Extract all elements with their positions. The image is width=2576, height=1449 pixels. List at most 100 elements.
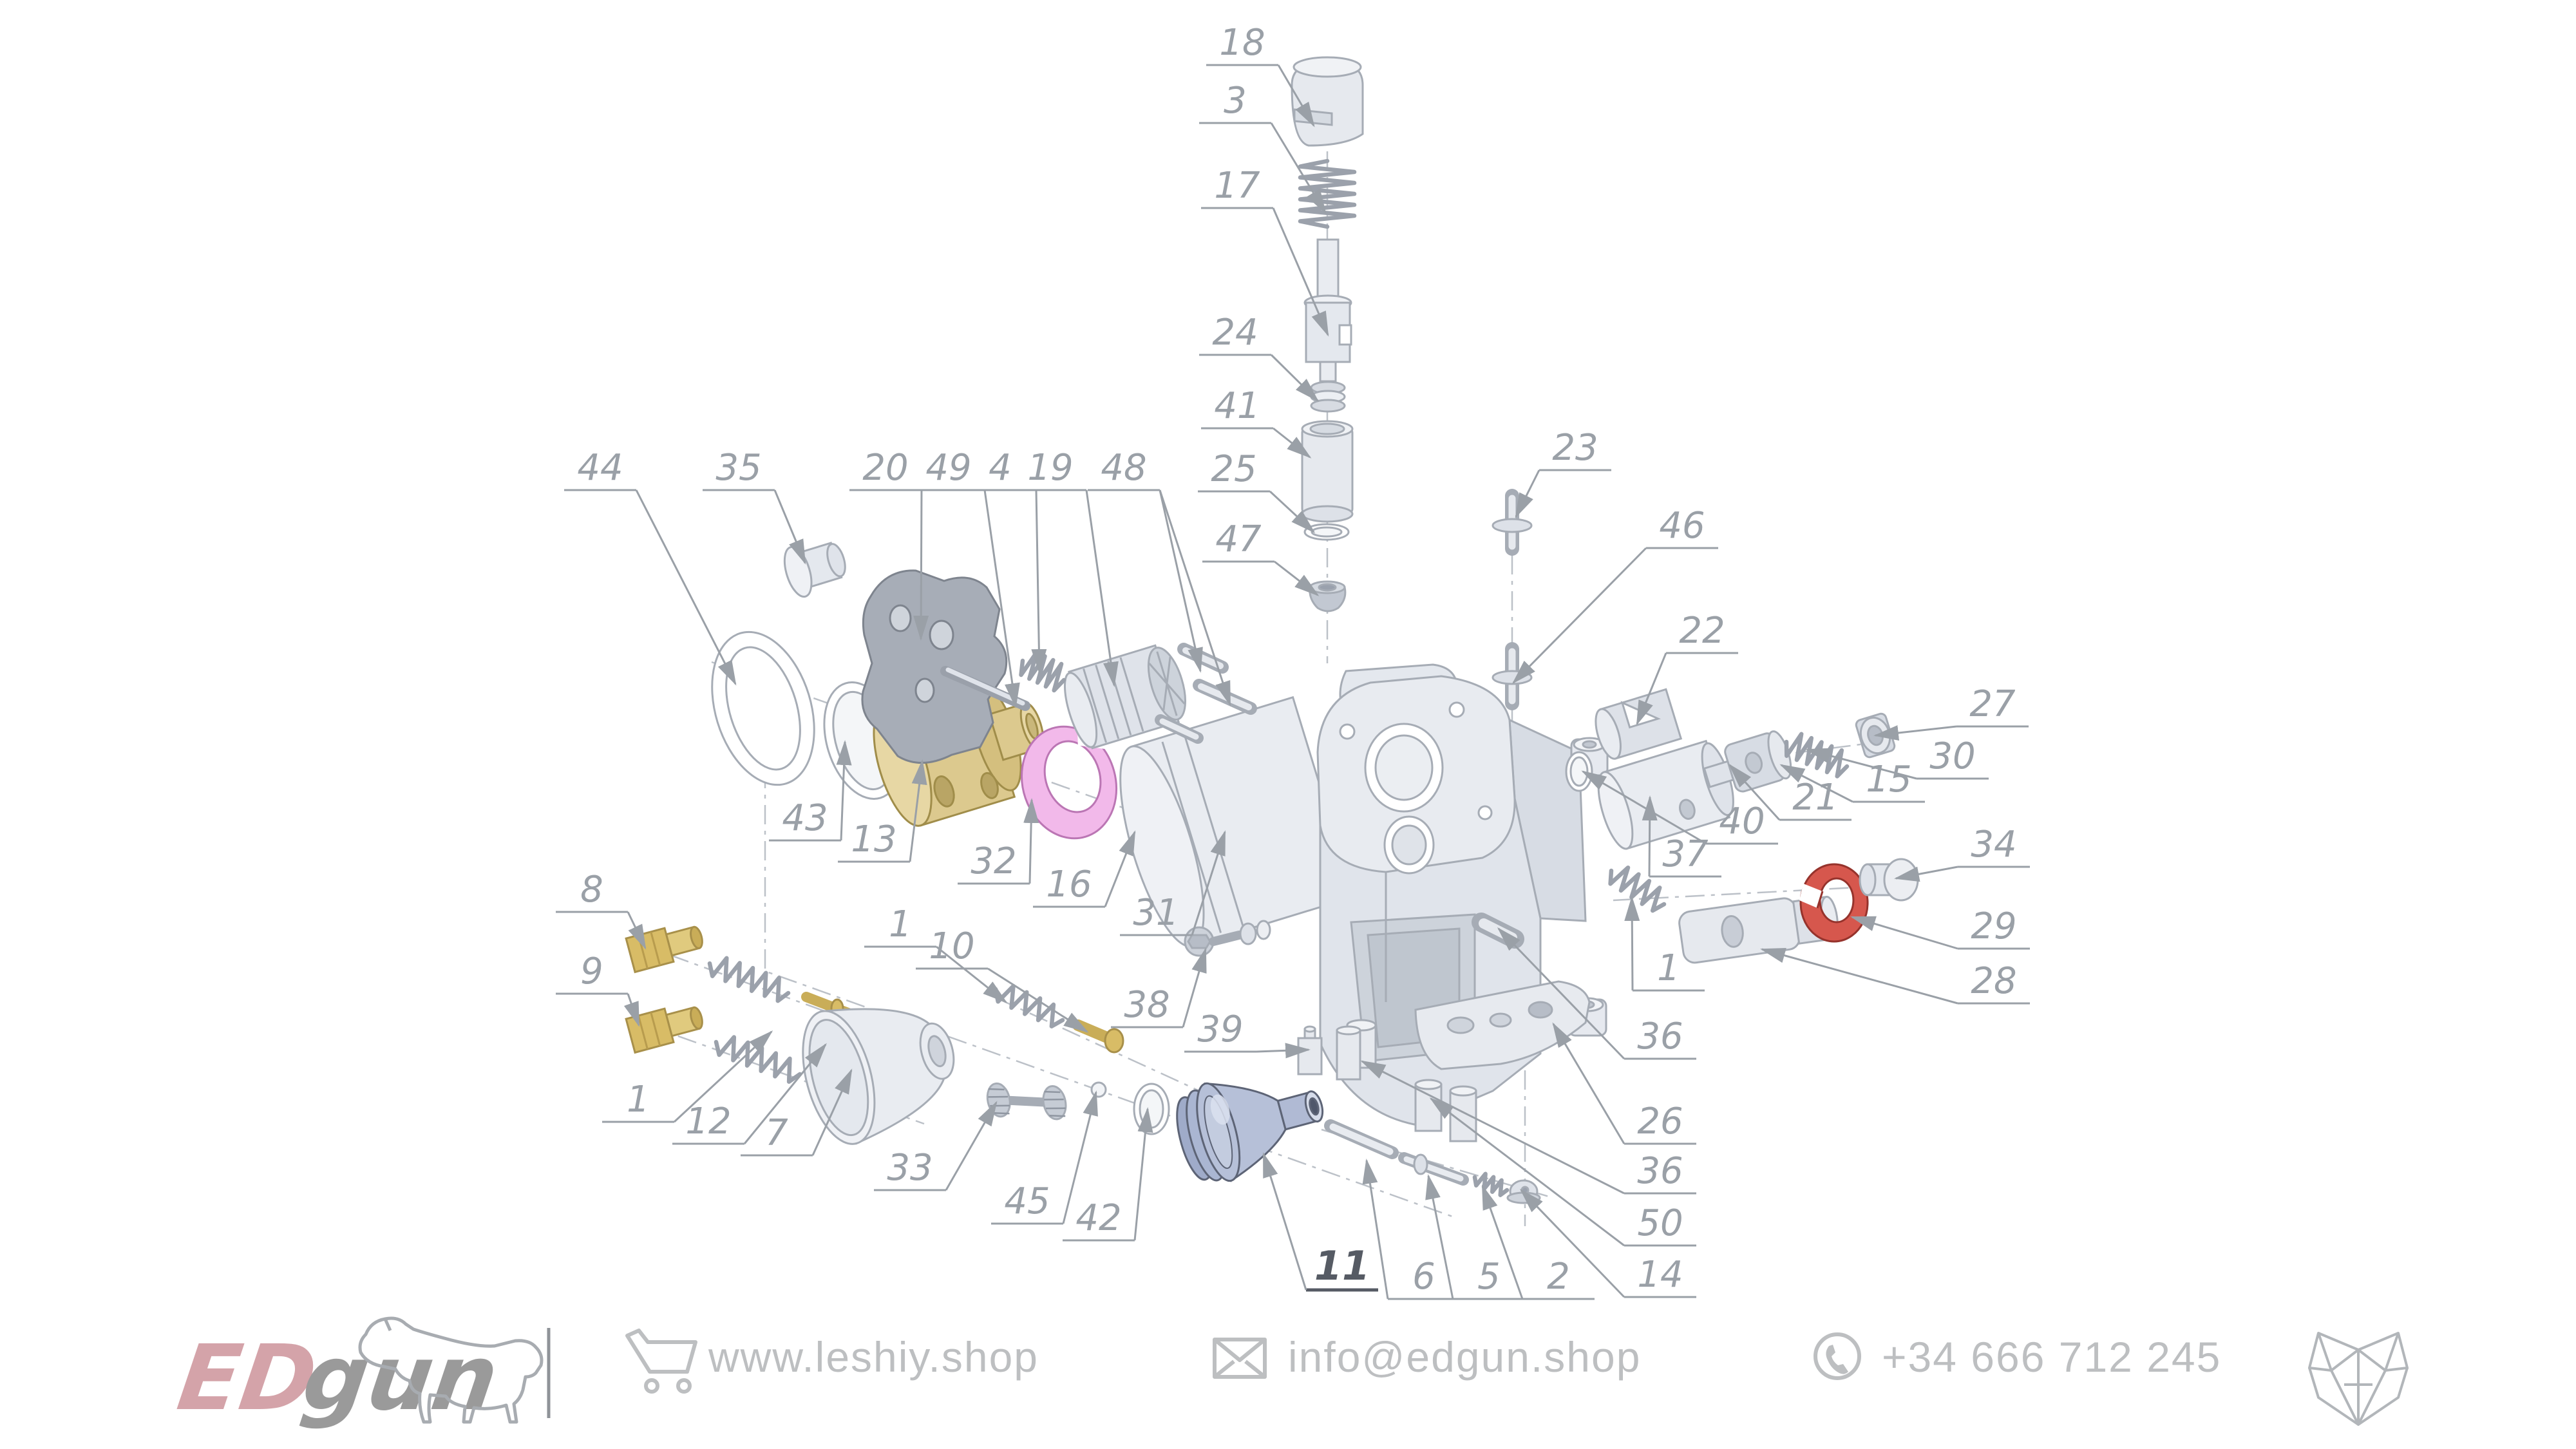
callout-46: 46 [1511,505,1718,685]
callout-leader [623,993,640,1027]
callout-leader [1728,763,1781,821]
edgun-logo[interactable]: ED gun [172,1326,504,1431]
phone-icon [1814,1332,1861,1380]
email-link[interactable]: info@edgun.shop [1288,1333,1641,1381]
callout-leader [1497,927,1625,1060]
spring [1608,865,1667,913]
callout-label: 47 [1215,518,1262,560]
callout-leader [1360,1060,1625,1195]
callout-42: 42 [1063,1107,1153,1242]
callout-leader [1519,1188,1625,1298]
callout-leader [1182,947,1207,1028]
callout-10: 10 [916,925,1089,1033]
callout-22: 22 [1636,610,1738,726]
callout-48: 48 [1088,447,1231,706]
website-link[interactable]: www.leshiy.shop [708,1333,1039,1381]
callout-label: 36 [1637,1150,1683,1192]
callout-34: 34 [1894,824,2030,882]
callout-13: 13 [838,759,927,863]
callout-leader [1624,896,1640,991]
callout-label: 50 [1637,1202,1683,1244]
part-bushing-34 [1859,858,1919,902]
callout-label: 33 [887,1147,933,1189]
part-pin-23 [1492,489,1533,556]
callout-15: 15 [1779,759,1925,803]
callout-leader [1159,489,1203,673]
envelope-icon [1213,1338,1267,1379]
callout-label: 23 [1552,427,1598,469]
callout-leader [983,489,1020,708]
callout-label: 12 [685,1101,731,1142]
callout-44: 44 [564,447,737,686]
spring [1298,158,1357,229]
callout-leader [1277,64,1315,128]
callout-14: 14 [1519,1188,1696,1298]
callout-19: 19 [1014,447,1119,687]
part-rod-6 [1324,1119,1399,1159]
callout-6: 6 [1362,1159,1460,1300]
callout-11: 11 [1262,1152,1378,1292]
callout-label: 22 [1679,610,1725,652]
callout-leader [1805,748,1917,780]
callout-label: 1 [889,904,912,945]
callout-leader [1104,830,1136,907]
callout-label: 18 [1219,22,1265,64]
callout-leader [1481,1184,1524,1300]
callout-25: 25 [1198,448,1316,534]
callout-leader [673,1030,773,1123]
callout-label: 6 [1412,1256,1435,1298]
brand-ed: ED [172,1326,323,1431]
phone-link[interactable]: +34 666 712 245 [1882,1333,2221,1381]
callout-leader [1274,560,1320,596]
callout-label: 37 [1662,833,1709,875]
callout-45: 45 [991,1090,1098,1225]
callout-label: 38 [1124,984,1170,1026]
callout-leader-fork [1159,489,1231,706]
part-oring-40 [1565,751,1593,792]
callout-29: 29 [1850,905,2030,950]
callout-leader [987,967,1089,1033]
part-hammer-19 [1063,644,1186,750]
callout-leader [811,1068,853,1156]
callout-leader [1894,866,1958,882]
callout-label: 30 [1929,735,1975,777]
callout-label: 5 [1477,1256,1501,1298]
callout-label: 8 [580,869,603,911]
callout-label: 13 [851,819,896,860]
callout-label: 7 [765,1112,788,1154]
callout-32: 32 [958,798,1039,885]
callout-label: 1 [627,1079,650,1121]
cart-icon [625,1329,697,1394]
callout-40: 40 [1581,770,1778,845]
callout-36: 36 [1497,927,1696,1060]
callout-label: 19 [1027,447,1073,489]
callout-24: 24 [1199,312,1320,402]
callout-leader [1642,795,1658,877]
callout-leader [909,759,927,862]
callout-30: 30 [1805,735,1989,780]
part-screw-38 [1184,920,1271,957]
callout-leader [1272,207,1329,337]
part-fitting-9 [625,1006,703,1054]
callout-49: 49 [913,447,1020,708]
callout-5: 5 [1425,1174,1525,1300]
callout-label: 36 [1637,1016,1683,1057]
callout-leader [635,489,737,686]
callout-label: 17 [1214,165,1260,207]
callout-leader [836,740,852,841]
callout-leader [1191,830,1226,936]
callout-label: 25 [1211,448,1256,490]
callout-leader [1273,427,1312,459]
callout-2: 2 [1481,1184,1595,1300]
callout-leader [1362,1159,1389,1300]
callout-label: 28 [1971,960,2016,1002]
callout-leader [1031,489,1047,674]
callout-label: 21 [1792,777,1838,819]
callout-label: 15 [1866,759,1911,800]
callout-3: 3 [1199,80,1327,214]
callout-leader [1850,916,1958,950]
callout-leader [1062,1090,1098,1224]
callout-39: 39 [1184,1009,1311,1059]
callout-label: 32 [971,840,1016,882]
